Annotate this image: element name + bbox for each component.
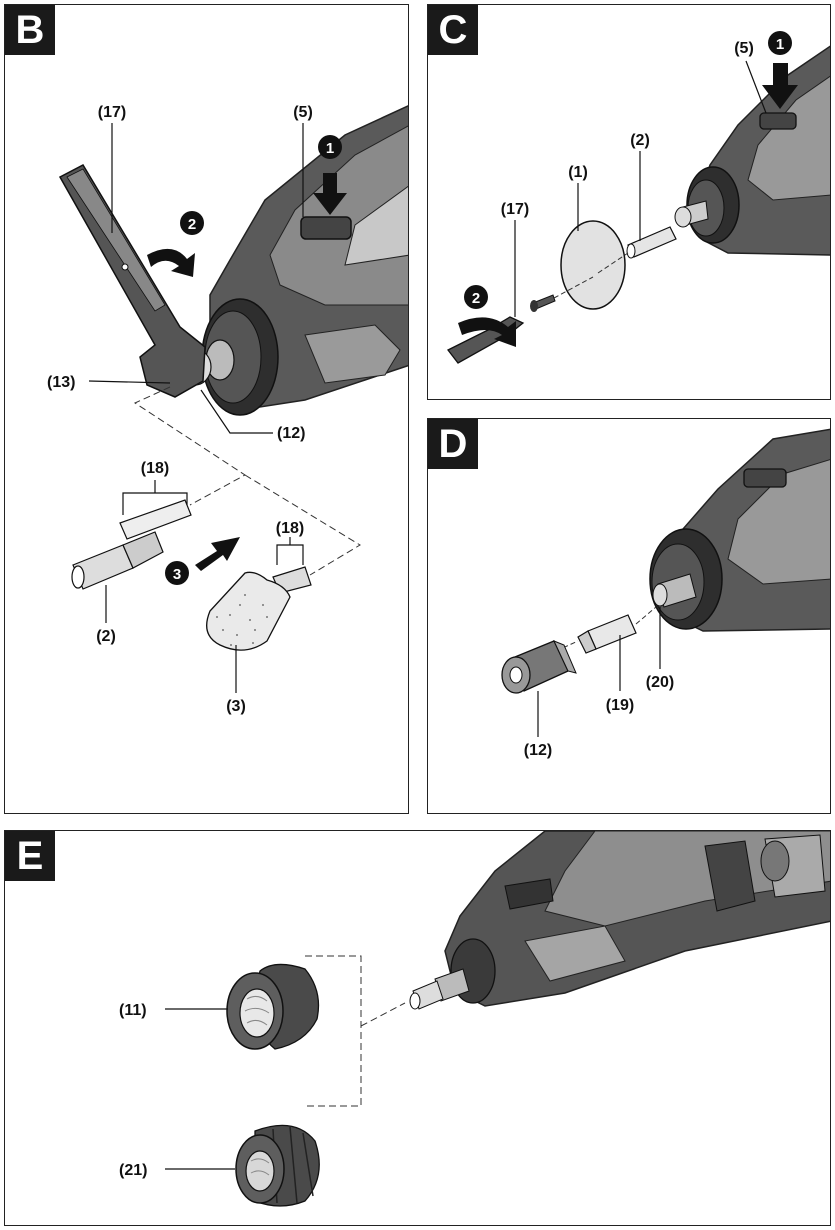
label-18a-b: (18) [141, 460, 169, 477]
panel-letter-d: D [428, 419, 478, 469]
panel-letter-e: E [5, 831, 55, 881]
label-5-b: (5) [293, 104, 313, 121]
panel-e: E [4, 830, 831, 1226]
rotary-tool-d [649, 428, 830, 632]
label-5-c: (5) [734, 40, 754, 57]
label-20-d: (20) [646, 674, 674, 691]
label-19-d: (19) [606, 697, 634, 714]
collet-nut-d [501, 640, 577, 694]
collet-d [587, 614, 637, 650]
insert-arrow-b [195, 537, 240, 571]
collet-part-b [71, 499, 192, 590]
label-1-c: (1) [568, 164, 588, 181]
label-3-b: (3) [226, 698, 246, 715]
rotary-tool-b [166, 105, 408, 416]
panel-letter-b: B [5, 5, 55, 55]
nose-cap-e [226, 963, 320, 1050]
down-arrow-c [762, 63, 798, 109]
label-17-c: (17) [501, 201, 529, 218]
assembly-guide-e [305, 955, 406, 1107]
panel-d: D (20) (19) (12) [427, 418, 831, 814]
step-1-badge-c [768, 31, 792, 55]
panel-c-illustration: 1 2 (5) (2) (1) (17) [447, 31, 830, 364]
rotary-tool-e [409, 831, 830, 1010]
label-12-d: (12) [524, 742, 552, 759]
panel-b-illustration: 1 2 3 [47, 104, 408, 715]
panel-d-illustration: (20) (19) (12) [501, 428, 830, 759]
label-11-e: (11) [119, 1002, 147, 1019]
down-arrow-b [313, 173, 347, 215]
step-2-number-c: 2 [472, 290, 480, 307]
label-18b-b: (18) [276, 520, 304, 537]
label-17-b: (17) [98, 104, 126, 121]
label-2-c: (2) [630, 132, 650, 149]
wrench-b [58, 164, 206, 398]
rotate-arrow-c [458, 317, 516, 347]
rotate-arrow-b [147, 248, 195, 277]
step-1-number-c: 1 [776, 36, 784, 53]
panel-e-illustration: (11) (21) [119, 831, 830, 1207]
panel-c: C 1 2 [427, 4, 831, 400]
step-1-number-b: 1 [326, 140, 334, 157]
label-13-b: (13) [47, 374, 75, 391]
end-cap-e [235, 1124, 320, 1207]
step-1-badge-b [318, 135, 342, 159]
assembly-guide-b [133, 386, 361, 576]
step-3-number-b: 3 [173, 566, 181, 583]
step-2-badge-b [180, 211, 204, 235]
step-2-number-b: 2 [188, 216, 196, 233]
label-21-e: (21) [119, 1162, 147, 1179]
step-2-badge-c [464, 285, 488, 309]
rotary-tool-c [674, 45, 830, 256]
label-12-b: (12) [277, 425, 305, 442]
label-2-b: (2) [96, 628, 116, 645]
cutting-disc-c [560, 220, 626, 310]
grinding-stone-b [206, 566, 312, 651]
step-3-badge-b [165, 561, 189, 585]
panel-letter-c: C [428, 5, 478, 55]
spindle-lock-button-b [300, 216, 352, 240]
panel-b: B 1 2 [4, 4, 409, 814]
spindle-lock-button-c [759, 112, 797, 130]
